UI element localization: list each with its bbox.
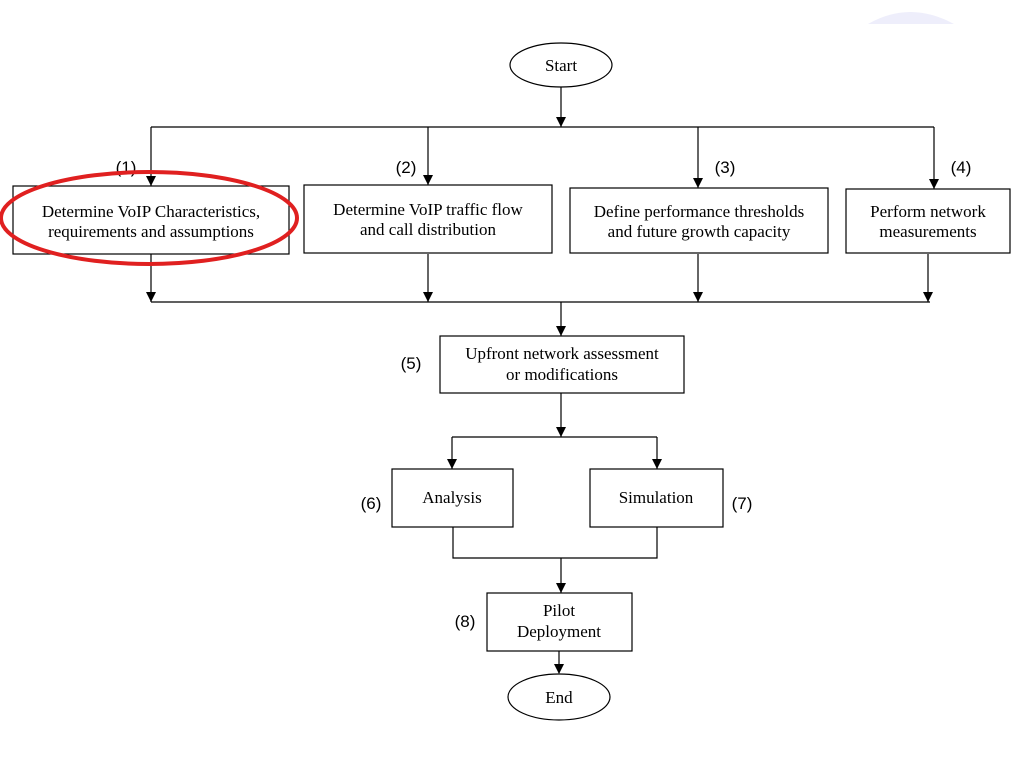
step-number-5: (5) xyxy=(401,354,422,373)
arrowhead xyxy=(693,292,703,302)
process-node-2: Determine VoIP traffic flow and call dis… xyxy=(303,158,553,254)
process-node-4: Perform network measurements (4) xyxy=(845,158,1011,254)
arrowhead xyxy=(923,292,933,302)
node-2-line-2: and call distribution xyxy=(360,220,496,239)
arrowhead xyxy=(556,326,566,336)
arrowheads xyxy=(146,117,939,674)
arrowhead xyxy=(652,459,662,469)
node-3-line-2: and future growth capacity xyxy=(608,222,791,241)
highlight-ellipse xyxy=(0,170,299,266)
end-label: End xyxy=(545,688,573,707)
node-5-line-1: Upfront network assessment xyxy=(465,344,659,363)
node-1-line-2: requirements and assumptions xyxy=(48,222,254,241)
arrowhead xyxy=(447,459,457,469)
arrowhead xyxy=(929,179,939,189)
arrowhead xyxy=(693,178,703,188)
node-1-line-1: Determine VoIP Characteristics, xyxy=(42,202,260,221)
arrowhead xyxy=(556,583,566,593)
step-number-8: (8) xyxy=(455,612,476,631)
process-node-3: Define performance thresholds and future… xyxy=(569,158,829,254)
step-number-3: (3) xyxy=(715,158,736,177)
node-8-line-2: Deployment xyxy=(517,622,601,641)
process-node-7: Simulation (7) xyxy=(589,468,753,528)
arrowhead xyxy=(423,175,433,185)
node-8-line-1: Pilot xyxy=(543,601,575,620)
process-node-6: Analysis (6) xyxy=(361,468,514,528)
arrowhead xyxy=(423,292,433,302)
arrowhead xyxy=(146,176,156,186)
step-number-2: (2) xyxy=(396,158,417,177)
node-5-line-2: or modifications xyxy=(506,365,618,384)
start-node: Start xyxy=(509,42,613,88)
step-number-4: (4) xyxy=(951,158,972,177)
decorative-blob xyxy=(868,12,954,24)
node-3-line-1: Define performance thresholds xyxy=(594,202,805,221)
arrowhead xyxy=(556,427,566,437)
end-node: End xyxy=(507,673,611,721)
process-node-8: Pilot Deployment (8) xyxy=(455,592,633,652)
step-number-7: (7) xyxy=(732,494,753,513)
connectors xyxy=(150,87,935,673)
arrowhead xyxy=(554,664,564,674)
arrowhead xyxy=(146,292,156,302)
node-4-line-2: measurements xyxy=(879,222,976,241)
process-node-1: Determine VoIP Characteristics, requirem… xyxy=(12,158,290,255)
process-node-5: Upfront network assessment or modificati… xyxy=(401,335,685,394)
node-2-line-1: Determine VoIP traffic flow xyxy=(333,200,523,219)
arrowhead xyxy=(556,117,566,127)
step-number-6: (6) xyxy=(361,494,382,513)
node-6-line-1: Analysis xyxy=(422,488,482,507)
node-7-line-1: Simulation xyxy=(619,488,694,507)
start-label: Start xyxy=(545,56,577,75)
node-4-line-1: Perform network xyxy=(870,202,986,221)
